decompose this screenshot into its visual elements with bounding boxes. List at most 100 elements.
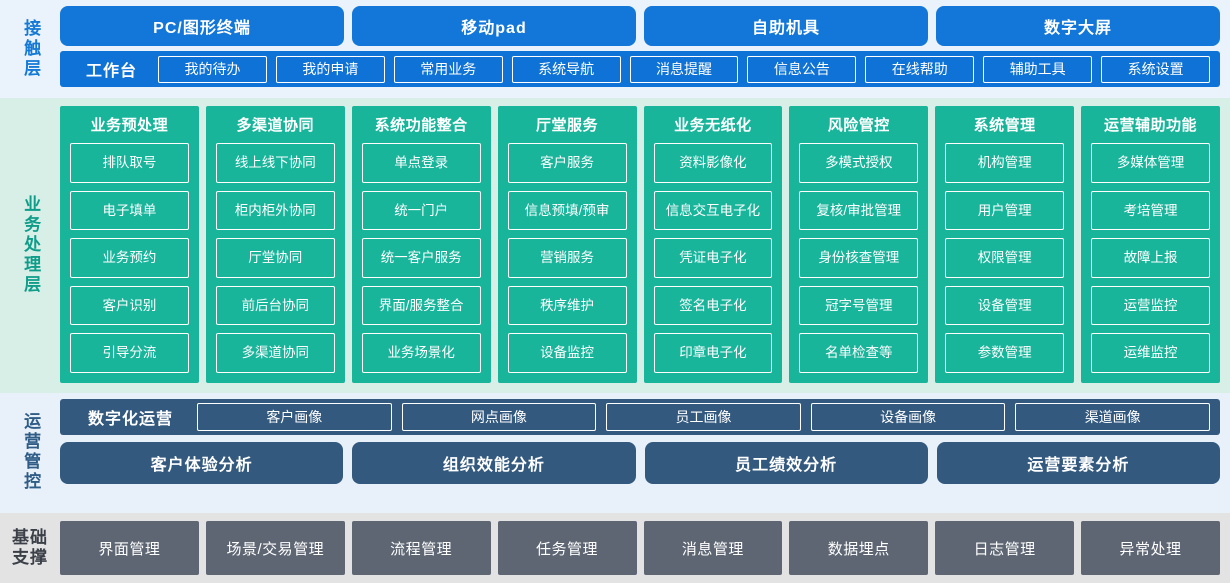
item-hall-collab[interactable]: 厅堂协同 — [215, 238, 335, 278]
channel-self-service[interactable]: 自助机具 — [644, 6, 928, 46]
item-multimode-authorization[interactable]: 多模式授权 — [799, 143, 919, 183]
channel-row: PC/图形终端 移动pad 自助机具 数字大屏 — [60, 6, 1220, 46]
item-multichannel-collab[interactable]: 多渠道协同 — [215, 333, 335, 373]
operations-layer-label-text: 运营管控 — [21, 412, 41, 492]
column-items: 多媒体管理 考培管理 故障上报 运营监控 运维监控 — [1091, 143, 1210, 373]
foundation-data-tracking[interactable]: 数据埋点 — [789, 521, 929, 575]
item-ui-service-integration[interactable]: 界面/服务整合 — [361, 285, 481, 326]
foundation-process-mgmt[interactable]: 流程管理 — [351, 521, 491, 575]
item-info-exchange-electronic[interactable]: 信息交互电子化 — [653, 190, 773, 231]
analysis-customer-experience[interactable]: 客户体验分析 — [60, 442, 344, 484]
workbench-item-todo[interactable]: 我的待办 — [158, 55, 267, 83]
foundation-layer-label: 基础 支撑 — [0, 521, 60, 575]
workbench-item-online-help[interactable]: 在线帮助 — [865, 55, 975, 83]
item-seal-electronic[interactable]: 印章电子化 — [653, 333, 773, 373]
digital-operations-title: 数字化运营 — [88, 411, 174, 428]
item-e-form[interactable]: 电子填单 — [70, 190, 189, 231]
channel-mobile-pad[interactable]: 移动pad — [352, 6, 636, 46]
analysis-employee-performance[interactable]: 员工绩效分析 — [644, 442, 928, 484]
item-online-offline-collab[interactable]: 线上线下协同 — [215, 143, 335, 183]
item-multimedia-mgmt[interactable]: 多媒体管理 — [1091, 143, 1210, 183]
column-items: 排队取号 电子填单 业务预约 客户识别 引导分流 — [70, 143, 189, 373]
column-title: 业务无纸化 — [674, 117, 752, 134]
column-items: 单点登录 统一门户 统一客户服务 界面/服务整合 业务场景化 — [361, 143, 481, 373]
item-signature-electronic[interactable]: 签名电子化 — [653, 285, 773, 326]
business-column-system-mgmt: 系统管理 机构管理 用户管理 权限管理 设备管理 参数管理 — [935, 106, 1075, 383]
item-device-mgmt[interactable]: 设备管理 — [945, 285, 1065, 326]
item-org-mgmt[interactable]: 机构管理 — [945, 143, 1065, 183]
profile-employee[interactable]: 员工画像 — [606, 403, 801, 431]
contact-layer: 接触层 PC/图形终端 移动pad 自助机具 数字大屏 工作台 我的待办 我的申… — [0, 0, 1230, 98]
foundation-scenario-transaction-mgmt[interactable]: 场景/交易管理 — [205, 521, 345, 575]
operations-layer: 运营管控 数字化运营 客户画像 网点画像 员工画像 设备画像 渠道画像 客户体验… — [0, 393, 1230, 513]
item-customer-service[interactable]: 客户服务 — [507, 143, 627, 183]
workbench-row: 工作台 我的待办 我的申请 常用业务 系统导航 消息提醒 信息公告 在线帮助 辅… — [60, 51, 1220, 87]
item-document-imaging[interactable]: 资料影像化 — [653, 143, 773, 183]
item-guide-diversion[interactable]: 引导分流 — [70, 333, 189, 373]
item-training-mgmt[interactable]: 考培管理 — [1091, 190, 1210, 231]
foundation-log-mgmt[interactable]: 日志管理 — [935, 521, 1075, 575]
foundation-message-mgmt[interactable]: 消息管理 — [643, 521, 783, 575]
item-counter-collab[interactable]: 柜内柜外协同 — [215, 190, 335, 231]
workbench-item-common-business[interactable]: 常用业务 — [393, 55, 503, 83]
column-title: 风险管控 — [827, 117, 890, 134]
item-customer-identify[interactable]: 客户识别 — [70, 285, 189, 326]
business-column-paperless: 业务无纸化 资料影像化 信息交互电子化 凭证电子化 签名电子化 印章电子化 — [643, 106, 783, 383]
workbench-item-application[interactable]: 我的申请 — [275, 55, 385, 83]
digital-operations-row: 数字化运营 客户画像 网点画像 员工画像 设备画像 渠道画像 — [60, 399, 1220, 435]
item-order-maintenance[interactable]: 秩序维护 — [507, 285, 627, 326]
foundation-exception-handling[interactable]: 异常处理 — [1081, 521, 1220, 575]
item-device-monitor[interactable]: 设备监控 — [507, 333, 627, 373]
item-identity-verification[interactable]: 身份核查管理 — [799, 238, 919, 278]
item-user-mgmt[interactable]: 用户管理 — [945, 190, 1065, 231]
item-appointment[interactable]: 业务预约 — [70, 238, 189, 278]
contact-layer-body: PC/图形终端 移动pad 自助机具 数字大屏 工作台 我的待办 我的申请 常用… — [60, 6, 1220, 92]
profile-channel[interactable]: 渠道画像 — [1015, 403, 1210, 431]
item-serial-number-mgmt[interactable]: 冠字号管理 — [799, 285, 919, 326]
item-permission-mgmt[interactable]: 权限管理 — [945, 238, 1065, 278]
workbench-item-message-alert[interactable]: 消息提醒 — [629, 55, 739, 83]
item-review-approval[interactable]: 复核/审批管理 — [799, 190, 919, 231]
business-column-system-integration: 系统功能整合 单点登录 统一门户 统一客户服务 界面/服务整合 业务场景化 — [351, 106, 491, 383]
analysis-org-efficiency[interactable]: 组织效能分析 — [352, 442, 636, 484]
profile-branch[interactable]: 网点画像 — [401, 403, 597, 431]
workbench-item-announcement[interactable]: 信息公告 — [747, 55, 857, 83]
item-watchlist-check[interactable]: 名单检查等 — [799, 333, 919, 373]
contact-layer-label: 接触层 — [0, 6, 60, 92]
item-single-sign-on[interactable]: 单点登录 — [361, 143, 481, 183]
business-columns: 业务预处理 排队取号 电子填单 业务预约 客户识别 引导分流 多渠道协同 线上线… — [60, 106, 1220, 383]
item-ops-monitor[interactable]: 运营监控 — [1091, 285, 1210, 326]
workbench-item-system-nav[interactable]: 系统导航 — [511, 55, 621, 83]
item-parameter-mgmt[interactable]: 参数管理 — [945, 333, 1065, 373]
channel-pc[interactable]: PC/图形终端 — [60, 6, 344, 46]
item-business-scenario[interactable]: 业务场景化 — [361, 333, 481, 373]
profile-device[interactable]: 设备画像 — [810, 403, 1006, 431]
workbench-title: 工作台 — [86, 63, 138, 80]
business-layer-body: 业务预处理 排队取号 电子填单 业务预约 客户识别 引导分流 多渠道协同 线上线… — [60, 106, 1220, 383]
item-unified-customer-service[interactable]: 统一客户服务 — [361, 238, 481, 278]
column-title: 业务预处理 — [90, 117, 169, 134]
foundation-task-mgmt[interactable]: 任务管理 — [497, 521, 637, 575]
profile-customer[interactable]: 客户画像 — [197, 403, 392, 431]
column-items: 客户服务 信息预填/预审 营销服务 秩序维护 设备监控 — [507, 143, 627, 373]
column-items: 机构管理 用户管理 权限管理 设备管理 参数管理 — [945, 143, 1065, 373]
column-title: 系统功能整合 — [374, 117, 468, 134]
analysis-ops-factors[interactable]: 运营要素分析 — [936, 442, 1220, 484]
business-layer: 业务处理层 业务预处理 排队取号 电子填单 业务预约 客户识别 引导分流 多渠道… — [0, 98, 1230, 393]
item-front-back-collab[interactable]: 前后台协同 — [215, 285, 335, 326]
item-prefill-prereview[interactable]: 信息预填/预审 — [507, 190, 627, 231]
item-maintenance-monitor[interactable]: 运维监控 — [1091, 333, 1210, 373]
channel-digital-screen[interactable]: 数字大屏 — [936, 6, 1220, 46]
workbench-item-system-settings[interactable]: 系统设置 — [1101, 55, 1211, 83]
foundation-ui-mgmt[interactable]: 界面管理 — [60, 521, 199, 575]
item-marketing-service[interactable]: 营销服务 — [507, 238, 627, 278]
item-fault-report[interactable]: 故障上报 — [1091, 238, 1210, 278]
item-unified-portal[interactable]: 统一门户 — [361, 190, 481, 231]
workbench-item-aux-tools[interactable]: 辅助工具 — [983, 55, 1093, 83]
item-voucher-electronic[interactable]: 凭证电子化 — [653, 238, 773, 278]
operations-layer-label: 运营管控 — [0, 399, 60, 505]
foundation-label-line1: 基础 — [12, 528, 48, 548]
business-layer-label-text: 业务处理层 — [21, 194, 41, 295]
item-queue-number[interactable]: 排队取号 — [70, 143, 189, 183]
